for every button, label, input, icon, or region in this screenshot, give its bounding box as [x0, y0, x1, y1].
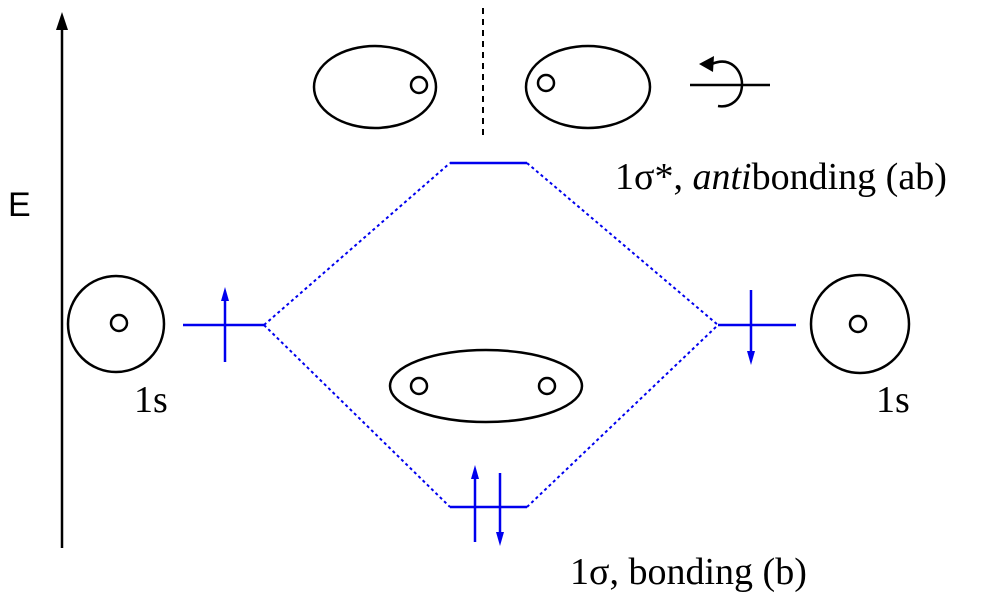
antibonding-right-nucleus	[536, 73, 556, 93]
energy-axis-label: E	[8, 186, 31, 224]
bonding-orbital-picture	[388, 348, 584, 424]
right-nucleus	[848, 314, 868, 334]
energy-axis: E	[8, 12, 68, 548]
right-ao-label: 1s	[876, 379, 910, 421]
bonding-label: 1σ, bonding (b)	[570, 551, 807, 593]
left-ao-sphere	[66, 274, 166, 374]
spin-down-arrowhead-icon	[747, 351, 755, 365]
left-atomic-orbital: 1s	[66, 274, 168, 421]
antibonding-label-suffix: bonding (ab)	[752, 156, 947, 198]
right-atomic-orbital: 1s	[809, 273, 911, 421]
antibonding-right-lobe	[524, 44, 652, 130]
rotation-arrowhead-icon	[699, 56, 714, 72]
spin-up-arrowhead-icon	[221, 287, 229, 301]
energy-levels	[183, 161, 796, 509]
bonding-spin-up-arrowhead-icon	[471, 465, 479, 479]
antibonding-orbital-picture	[312, 8, 770, 140]
correlation-line-left-bonding	[263, 324, 451, 508]
energy-axis-arrowhead	[56, 12, 68, 30]
rotation-arrow-icon	[711, 60, 744, 108]
left-nucleus	[109, 313, 129, 333]
bonding-right-nucleus	[537, 376, 557, 396]
antibonding-label-prefix: 1σ*,	[615, 156, 692, 198]
correlation-line-right-bonding	[526, 324, 719, 508]
right-ao-sphere	[809, 273, 911, 375]
correlation-line-left-antibonding	[263, 162, 451, 326]
antibonding-left-nucleus	[409, 75, 429, 95]
antibonding-label-italic: anti	[692, 156, 751, 198]
antibonding-label: 1σ*, antibonding (ab)	[615, 156, 947, 198]
bonding-left-nucleus	[409, 376, 429, 396]
bonding-lobe	[388, 348, 584, 424]
left-ao-label: 1s	[134, 379, 168, 421]
antibonding-left-lobe	[312, 44, 438, 130]
electrons	[221, 287, 755, 546]
bonding-spin-down-arrowhead-icon	[496, 532, 504, 546]
